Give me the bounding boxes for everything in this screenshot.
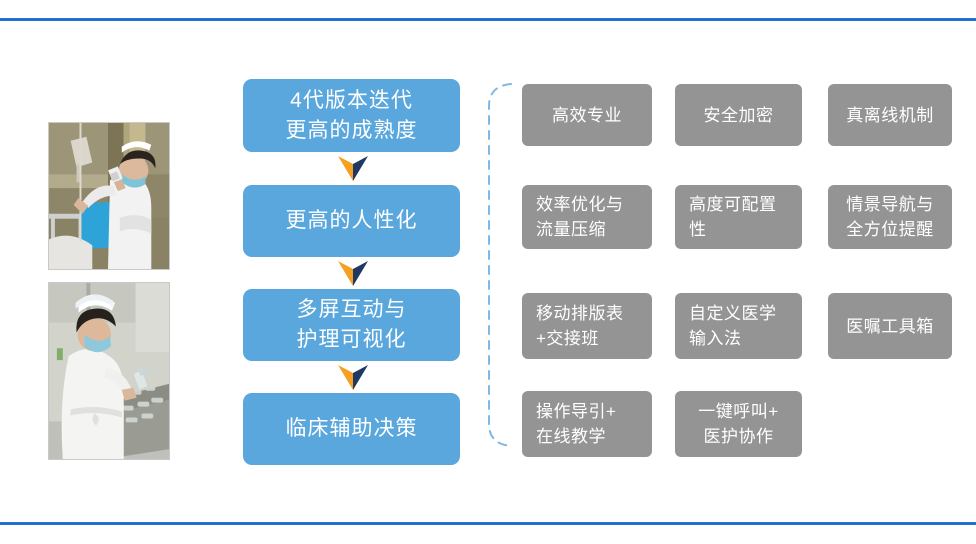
step-label: 临床辅助决策	[285, 417, 418, 440]
feature-order-toolbox[interactable]: 医嘱工具箱	[828, 293, 952, 359]
nurse-scanning-iv-drip-photo	[48, 122, 170, 270]
tile-label: 情景导航与全方位提醒	[846, 195, 934, 239]
nurse-preparing-medication-photo	[48, 282, 170, 460]
tile-label: 操作导引+在线教学	[536, 402, 617, 446]
feature-true-offline[interactable]: 真离线机制	[828, 84, 952, 146]
top-divider	[0, 18, 976, 21]
step-label: 多屏互动与护理可视化	[296, 298, 407, 351]
feature-guide-teaching[interactable]: 操作导引+在线教学	[522, 391, 652, 457]
step-label: 更高的人性化	[285, 209, 418, 232]
step-label: 4代版本迭代更高的成熟度	[285, 88, 418, 142]
feature-configurable[interactable]: 高度可配置性	[675, 185, 802, 249]
chevron-down-icon	[337, 364, 369, 390]
bottom-divider	[0, 522, 976, 525]
tile-label: 一键呼叫+医护协作	[698, 402, 779, 446]
dashed-bracket	[479, 82, 515, 448]
chevron-down-icon	[337, 260, 369, 286]
feature-mobile-schedule[interactable]: 移动排版表+交接班	[522, 293, 652, 359]
feature-efficiency-traffic[interactable]: 效率优化与流量压缩	[522, 185, 652, 249]
tile-label: 移动排版表+交接班	[536, 304, 624, 348]
tile-label: 安全加密	[703, 105, 774, 125]
feature-secure-encryption[interactable]: 安全加密	[675, 84, 802, 146]
tile-label: 效率优化与流量压缩	[536, 195, 624, 239]
step-clinical-decision[interactable]: 临床辅助决策	[243, 393, 460, 465]
tile-label: 高效专业	[552, 105, 622, 125]
feature-one-key-call[interactable]: 一键呼叫+医护协作	[675, 391, 802, 457]
step-humanization[interactable]: 更高的人性化	[243, 185, 460, 257]
feature-medical-ime[interactable]: 自定义医学输入法	[675, 293, 802, 359]
chevron-down-icon	[337, 155, 369, 181]
tile-label: 真离线机制	[846, 105, 934, 125]
step-version-maturity[interactable]: 4代版本迭代更高的成熟度	[243, 79, 460, 152]
tile-label: 医嘱工具箱	[846, 316, 934, 336]
feature-context-navigation[interactable]: 情景导航与全方位提醒	[828, 185, 952, 249]
step-multiscreen[interactable]: 多屏互动与护理可视化	[243, 289, 460, 361]
tile-label: 高度可配置性	[689, 195, 777, 239]
tile-label: 自定义医学输入法	[689, 304, 777, 348]
feature-efficient-professional[interactable]: 高效专业	[522, 84, 652, 146]
